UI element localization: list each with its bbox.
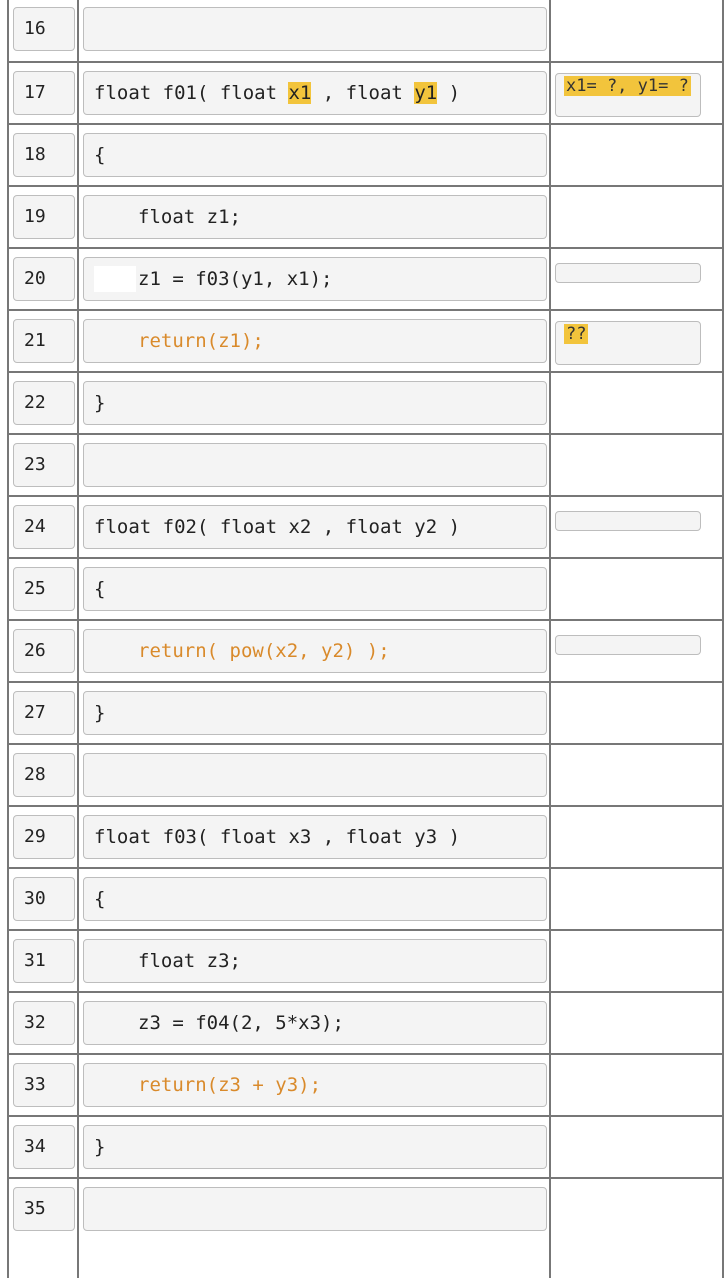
code-input[interactable]: z1 = f03(y1, x1); — [83, 257, 547, 301]
code-input[interactable]: } — [83, 381, 547, 425]
code-row: 23 — [7, 433, 724, 495]
line-number: 17 — [13, 71, 75, 115]
line-number: 30 — [13, 877, 75, 921]
code-input[interactable]: } — [83, 1125, 547, 1169]
code-row: 26 return( pow(x2, y2) ); — [7, 619, 724, 681]
line-number: 35 — [13, 1187, 75, 1231]
table-column-divider — [549, 0, 551, 1278]
line-number: 25 — [13, 567, 75, 611]
code-text: z1 = f03(y1, x1); — [138, 268, 333, 290]
code-text: float z3; — [138, 950, 241, 972]
answer-input[interactable] — [555, 635, 701, 655]
line-number: 23 — [13, 443, 75, 487]
code-row: 29 float f03( float x3 , float y3 ) — [7, 805, 724, 867]
code-input[interactable]: { — [83, 567, 547, 611]
code-input[interactable]: z3 = f04(2, 5*x3); — [83, 1001, 547, 1045]
code-input[interactable] — [83, 753, 547, 797]
code-text: { — [94, 144, 106, 166]
line-number: 22 — [13, 381, 75, 425]
line-number: 28 — [13, 753, 75, 797]
table-column-divider — [7, 0, 9, 1278]
code-text: return(z3 + y3); — [138, 1074, 322, 1096]
code-text: } — [94, 392, 106, 414]
code-input[interactable]: float z3; — [83, 939, 547, 983]
code-row: 33 return(z3 + y3); — [7, 1053, 724, 1115]
code-text: { — [94, 578, 106, 600]
line-number: 18 — [13, 133, 75, 177]
code-input[interactable]: } — [83, 691, 547, 735]
code-input[interactable]: { — [83, 133, 547, 177]
answer-note-text: x1= ?, y1= ? — [564, 76, 691, 96]
line-number: 16 — [13, 7, 75, 51]
line-number: 32 — [13, 1001, 75, 1045]
code-input[interactable]: float f01( float x1 , float y1 ) — [83, 71, 547, 115]
code-text: return( pow(x2, y2) ); — [138, 640, 390, 662]
code-row: 18 { — [7, 123, 724, 185]
code-text: , float — [311, 82, 415, 104]
code-row: 35 — [7, 1177, 724, 1239]
table-column-divider — [722, 0, 724, 1278]
code-input[interactable]: float z1; — [83, 195, 547, 239]
code-input[interactable]: return( pow(x2, y2) ); — [83, 629, 547, 673]
answer-note-text: ?? — [564, 324, 589, 344]
line-number: 21 — [13, 319, 75, 363]
code-row: 19 float z1; — [7, 185, 724, 247]
code-input[interactable]: return(z3 + y3); — [83, 1063, 547, 1107]
line-number: 31 — [13, 939, 75, 983]
code-row: 21 return(z1);?? — [7, 309, 724, 371]
code-row: 24 float f02( float x2 , float y2 ) — [7, 495, 724, 557]
code-text: float f02( float x2 , float y2 ) — [94, 516, 461, 538]
code-input[interactable]: float f03( float x3 , float y3 ) — [83, 815, 547, 859]
answer-note[interactable]: x1= ?, y1= ? — [555, 73, 701, 117]
code-text: ) — [437, 82, 461, 104]
code-row: 22} — [7, 371, 724, 433]
line-number: 19 — [13, 195, 75, 239]
code-row: 28 — [7, 743, 724, 805]
code-row: 31 float z3; — [7, 929, 724, 991]
code-input[interactable]: return(z1); — [83, 319, 547, 363]
code-input[interactable] — [83, 7, 547, 51]
code-row: 32 z3 = f04(2, 5*x3); — [7, 991, 724, 1053]
code-input[interactable] — [83, 1187, 547, 1231]
code-text: { — [94, 888, 106, 910]
code-input[interactable]: float f02( float x2 , float y2 ) — [83, 505, 547, 549]
code-text: } — [94, 702, 106, 724]
line-number: 20 — [13, 257, 75, 301]
answer-note[interactable]: ?? — [555, 321, 701, 365]
code-row: 20 z1 = f03(y1, x1); — [7, 247, 724, 309]
code-text: float z1; — [138, 206, 241, 228]
answer-input[interactable] — [555, 511, 701, 531]
code-text: float f03( float x3 , float y3 ) — [94, 826, 461, 848]
code-row: 34} — [7, 1115, 724, 1177]
line-number: 24 — [13, 505, 75, 549]
code-text: } — [94, 1136, 106, 1158]
highlighted-parameter: y1 — [414, 82, 438, 104]
line-number: 29 — [13, 815, 75, 859]
code-input[interactable] — [83, 443, 547, 487]
line-number: 27 — [13, 691, 75, 735]
line-number: 26 — [13, 629, 75, 673]
line-number: 34 — [13, 1125, 75, 1169]
highlighted-parameter: x1 — [288, 82, 312, 104]
code-row: 16 — [7, 0, 724, 61]
line-number: 33 — [13, 1063, 75, 1107]
code-text: float f01( float — [94, 82, 289, 104]
code-text: return(z1); — [138, 330, 264, 352]
code-input[interactable]: { — [83, 877, 547, 921]
code-row: 27} — [7, 681, 724, 743]
table-column-divider — [77, 0, 79, 1278]
answer-input[interactable] — [555, 263, 701, 283]
code-row: 25 { — [7, 557, 724, 619]
code-row: 30 { — [7, 867, 724, 929]
code-text: z3 = f04(2, 5*x3); — [138, 1012, 344, 1034]
